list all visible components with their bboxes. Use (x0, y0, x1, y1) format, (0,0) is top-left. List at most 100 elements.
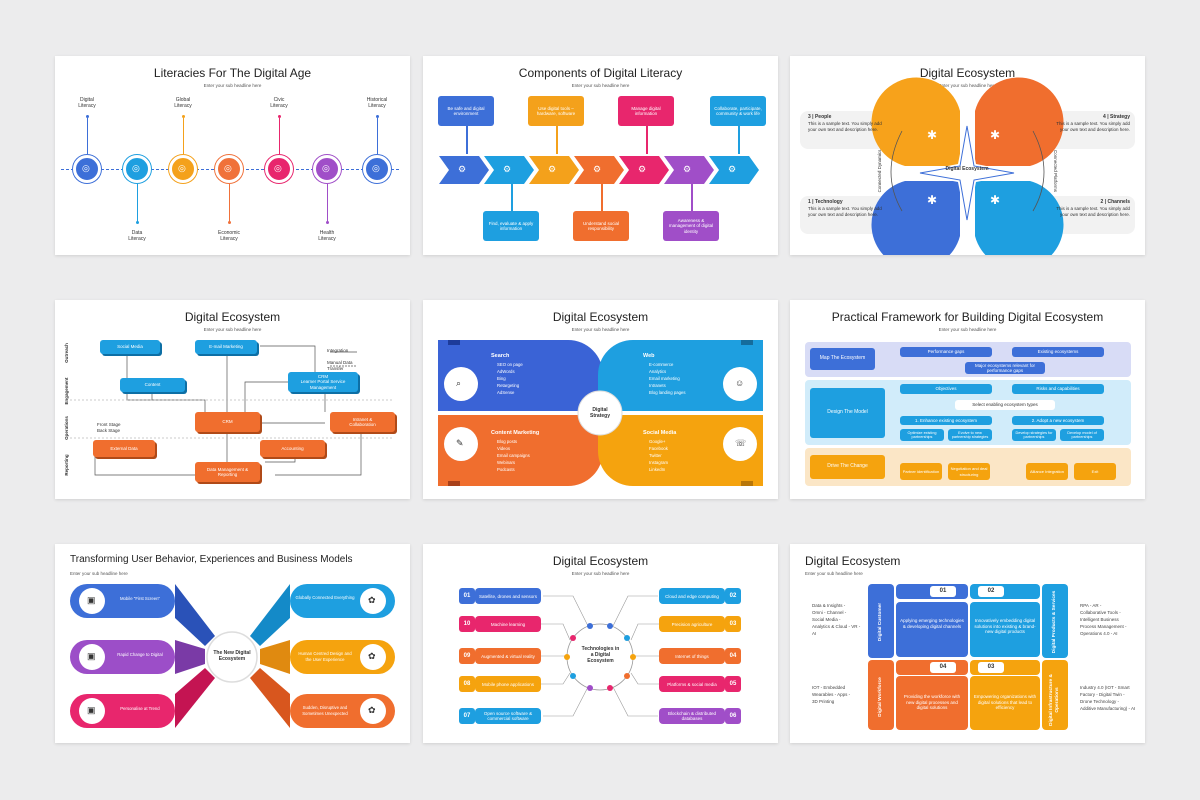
legend-integration: Integration (327, 348, 349, 353)
quadrant-item: Facebook (649, 446, 668, 451)
quadrant-item: Twitter (649, 453, 662, 458)
user-icon: ☺ (735, 378, 745, 388)
left-label: Augmented & virtual reality (475, 648, 541, 664)
accounting-box: Accounting (260, 440, 325, 457)
connector-dot (227, 221, 231, 224)
petal-icon: ✱ (927, 128, 938, 142)
left-bottom-item: Wearables - Apps - (812, 692, 851, 697)
design-sub: Develop model of partnerships (1060, 429, 1104, 441)
literacy-circle (169, 155, 197, 183)
slide-title: Digital Ecosystem (552, 310, 649, 324)
petal-icon: ✱ (927, 193, 938, 207)
literacy-label: Historical Literacy (366, 97, 388, 109)
slide-subtitle: Enter your sub headline here (938, 83, 997, 88)
slide-title: Literacies For The Digital Age (153, 66, 312, 80)
left-number: 08 (459, 676, 475, 692)
connector (87, 118, 88, 154)
left-label: Mobile phone applications (475, 676, 541, 692)
slide-components[interactable]: Components of Digital Literacy Enter you… (423, 56, 778, 255)
right-top-item: RPA - AR - (1080, 603, 1102, 608)
item-icon: ✿ (368, 651, 376, 661)
drive-label: Drive The Change (810, 455, 885, 479)
arrow (511, 184, 513, 211)
literacy-icon: ◎ (322, 163, 330, 173)
ring-dot (586, 622, 593, 629)
chevron-icon: ⚙ (638, 164, 647, 174)
petal-text: This is a sample text. You simply add yo… (808, 121, 882, 132)
slide-technologies[interactable]: Digital Ecosystem Enter your sub headlin… (423, 544, 778, 743)
connector-dot (135, 221, 139, 224)
search-icon: ⌕ (456, 378, 462, 388)
connector-dot (325, 221, 329, 224)
slide-title: Components of Digital Literacy (518, 66, 683, 80)
right-label: Blockchain & distributed databases (659, 708, 725, 724)
left-axis-label: Connected Dynamics (877, 149, 882, 193)
chevron-icon: ⚙ (548, 164, 557, 174)
quadrant-item: Blog posts (497, 439, 518, 444)
bottom-box: Awareness & management of digital identi… (663, 211, 719, 241)
right-bottom-item: Factory - Digital Twin - (1080, 692, 1125, 697)
right-number: 05 (725, 676, 741, 692)
slide-subtitle: Enter your sub headline here (805, 571, 863, 576)
literacy-label: Civic Literacy (270, 97, 288, 109)
slide-framework[interactable]: Practical Framework for Building Digital… (790, 300, 1145, 499)
quadrant-item: Google+ (649, 439, 666, 444)
bottom-box: Understand social responsibility (573, 211, 629, 241)
social-media-box: Social Media (100, 340, 160, 354)
right-item: Human Centred Design and the User Experi… (298, 651, 352, 662)
item-icon: ✿ (368, 595, 376, 605)
chevron-icon: ⚙ (683, 164, 692, 174)
slide-ecosystem-flow[interactable]: Digital Ecosystem Enter your sub headlin… (55, 300, 410, 499)
right-number: 06 (725, 708, 741, 724)
literacy-circle (215, 155, 243, 183)
right-top-item: Process Management - (1080, 624, 1127, 629)
social-icon: ☏ (735, 438, 747, 448)
legend-manual: Manual Data Transfer (327, 360, 353, 371)
slide-digital-strategy[interactable]: Digital Ecosystem Enter your sub headlin… (423, 300, 778, 499)
quadrant-item: AdSense (497, 390, 515, 395)
quadrant-heading: Social Media (643, 430, 677, 436)
quadrant-item: Analytics (649, 369, 667, 374)
connector (183, 118, 184, 154)
bottom-box: Find, evaluate & apply information (483, 211, 539, 241)
arrow (691, 184, 693, 211)
design-item: Objectives (900, 384, 992, 394)
left-bottom-item: IOT - Embedded (812, 685, 846, 690)
ring-dot (586, 685, 593, 692)
cell-1 (896, 602, 968, 657)
center-label: Digital Strategy (589, 407, 610, 419)
map-item: Performance gaps (900, 347, 992, 357)
cell-4 (970, 676, 1040, 730)
ring-dot (570, 634, 577, 641)
ring-dot (623, 634, 630, 641)
center-label: Digital Ecosystem (945, 166, 989, 172)
top-box: Collaborate, participate, community & wo… (710, 96, 766, 126)
petal-text: This is a sample text. You simply add yo… (1056, 206, 1130, 217)
slide-ecosystem-grid[interactable]: Digital Ecosystem Enter your sub headlin… (790, 544, 1145, 743)
right-bottom-item: Industry 4.0 (IOT - Smart (1080, 685, 1130, 690)
quadrant-item: LinkedIn (649, 467, 666, 472)
item-icon: ✿ (368, 705, 376, 715)
arrow (556, 126, 558, 154)
cell-text: Applying emerging technologies & develop… (900, 618, 964, 629)
top-box: Manage digital information (618, 96, 674, 126)
slide-transforming[interactable]: Transforming User Behavior, Experiences … (55, 544, 410, 743)
quadrant-heading: Content Marketing (491, 430, 540, 436)
right-item: Sudden, Disruptive and Sometimes Unexpec… (302, 705, 348, 716)
petal-text: This is a sample text. You simply add yo… (1056, 121, 1130, 132)
left-number: 07 (459, 708, 475, 724)
literacy-label: Health Literacy (318, 230, 336, 242)
left-top-item: AI (812, 631, 817, 636)
stage-label: Front Stage Back Stage (97, 422, 121, 433)
literacy-circle (73, 155, 101, 183)
petal-heading: 1 | Technology (808, 199, 843, 205)
slide-ecosystem-star[interactable]: Digital Ecosystem Enter your sub headlin… (790, 56, 1145, 255)
chevron-icon: ⚙ (593, 164, 602, 174)
slide-literacies[interactable]: Literacies For The Digital Age Enter you… (55, 56, 410, 255)
quadrant-heading: Web (643, 353, 655, 359)
side-digital-products (1042, 584, 1068, 658)
item-icon: ▣ (87, 651, 96, 661)
side-digital-infra (1042, 660, 1068, 730)
side-digital-customer (868, 584, 894, 658)
petal-heading: 4 | Strategy (1103, 114, 1130, 120)
